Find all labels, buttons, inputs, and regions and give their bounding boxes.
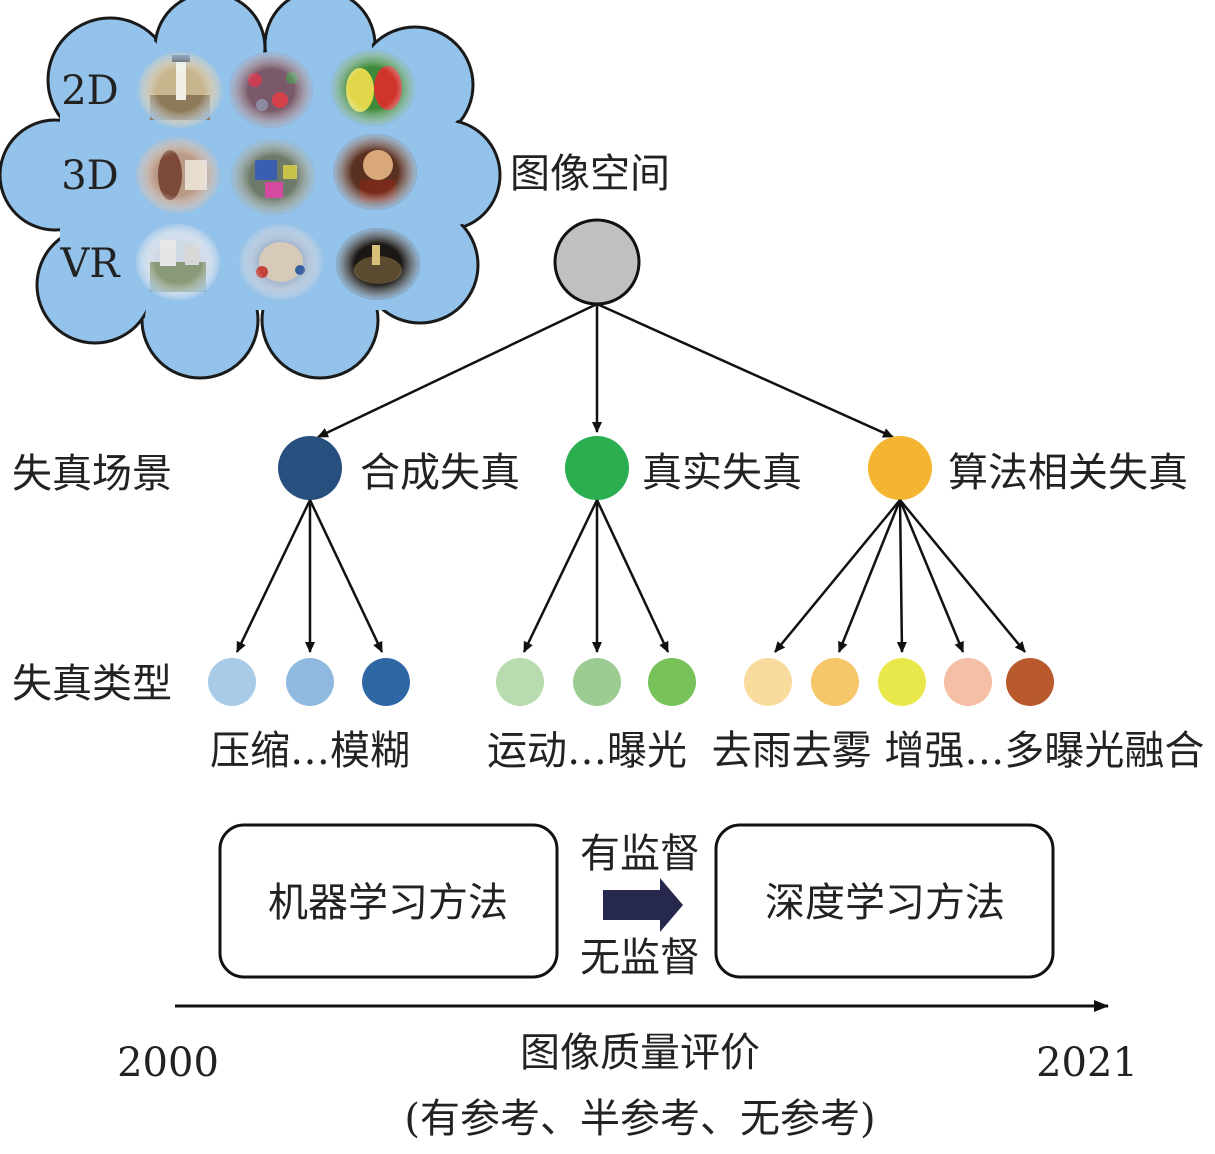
row-label-3d: 3D (61, 153, 119, 199)
root-node (553, 218, 641, 306)
unsupervised-label: 无监督 (580, 935, 700, 981)
parrot-thumb (331, 50, 415, 126)
timeline-end: 2021 (1036, 1040, 1138, 1086)
row-label-vr: VR (59, 241, 121, 287)
panorama-street-thumb (239, 224, 323, 300)
type-caption-authentic: 运动…曝光 (487, 728, 687, 774)
type-node-derain (744, 658, 792, 706)
scene-authentic: 真实失真 运动…曝光 (487, 436, 802, 774)
scene-algorithmic: 算法相关失真 去雨去雾 增强…多曝光融合 (712, 436, 1205, 774)
root-edges (317, 302, 894, 439)
row-label-2d: 2D (61, 68, 119, 114)
level-label-type: 失真类型 (12, 661, 172, 707)
lighthouse-thumb (138, 52, 222, 128)
scene-edges-algorithmic (774, 499, 1026, 653)
ml-methods-label: 机器学习方法 (268, 880, 508, 926)
type-node-synthetic-2 (286, 658, 334, 706)
panorama-building-thumb (136, 224, 220, 300)
type-node-motion (496, 658, 544, 706)
supervised-label: 有监督 (580, 831, 700, 877)
timeline: 2000 2021 图像质量评价 (有参考、半参考、无参考) (117, 1000, 1138, 1142)
scene-synthetic: 合成失真 压缩…模糊 (208, 436, 520, 774)
type-node-multi-exposure (1006, 658, 1054, 706)
image-space-label: 图像空间 (510, 151, 670, 197)
type-caption-synthetic: 压缩…模糊 (210, 728, 410, 774)
scene-node-algorithmic (868, 436, 932, 500)
type-node-blur (362, 658, 410, 706)
type-caption-algorithmic: 去雨去雾 增强…多曝光融合 (712, 728, 1205, 774)
timeline-subtitle: (有参考、半参考、无参考) (404, 1096, 875, 1142)
dl-methods-box (714, 823, 1055, 979)
type-node-exposure (648, 658, 696, 706)
portrait-thumb (333, 134, 417, 210)
methods-row: 机器学习方法 有监督 无监督 深度学习方法 (218, 823, 1055, 981)
dl-methods-label: 深度学习方法 (765, 880, 1005, 926)
panorama-night-thumb (336, 228, 420, 300)
toys-thumb (231, 139, 315, 215)
statue-thumb (136, 137, 220, 213)
scene-edges-synthetic (235, 499, 384, 653)
transition-arrow-icon (603, 878, 683, 932)
scene-node-synthetic (278, 436, 342, 500)
scene-label-algorithmic: 算法相关失真 (948, 450, 1188, 496)
type-node-enhance (878, 658, 926, 706)
timeline-title: 图像质量评价 (520, 1030, 760, 1076)
type-node-algorithmic-4 (944, 658, 992, 706)
ml-methods-box (218, 823, 559, 979)
scene-edges-authentic (522, 499, 670, 653)
timeline-start: 2000 (117, 1040, 219, 1086)
scene-label-authentic: 真实失真 (642, 450, 802, 496)
market-thumb (229, 52, 313, 128)
type-node-authentic-2 (573, 658, 621, 706)
scene-label-synthetic: 合成失真 (360, 450, 520, 496)
type-node-compression (208, 658, 256, 706)
scene-node-authentic (565, 436, 629, 500)
image-space-cloud: 2D 3D VR (0, 0, 502, 380)
level-label-scene: 失真场景 (12, 451, 172, 497)
type-node-dehaze (811, 658, 859, 706)
